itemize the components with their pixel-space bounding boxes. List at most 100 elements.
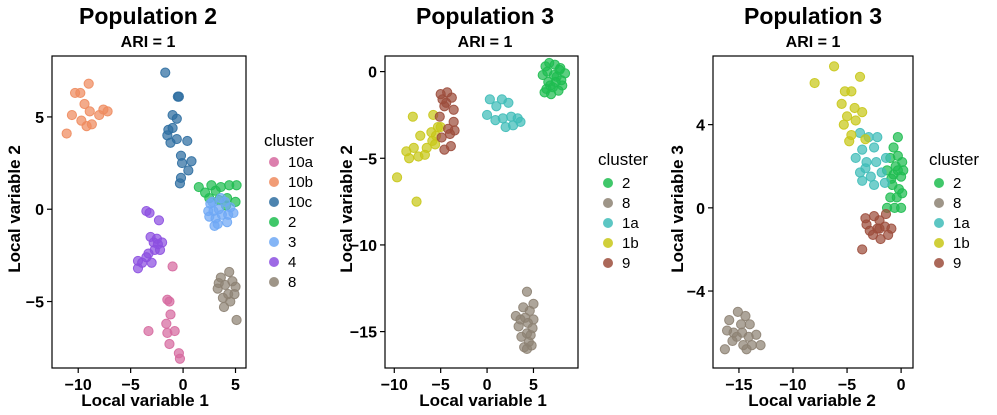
data-point — [497, 113, 508, 124]
data-point — [207, 196, 218, 207]
data-point — [432, 121, 443, 133]
legend-key — [934, 218, 944, 228]
data-point — [836, 98, 847, 109]
data-point — [176, 157, 188, 169]
data-point — [144, 207, 155, 219]
legend-label: 2 — [622, 175, 630, 192]
x-tick-label: −10 — [381, 377, 408, 394]
legend-label: 9 — [622, 255, 630, 272]
y-tick-label: 0 — [696, 201, 705, 218]
data-point — [897, 188, 908, 199]
panel-3-legend-title: cluster — [929, 150, 979, 169]
panel-3-title: Population 3 — [744, 3, 882, 29]
data-point — [886, 223, 897, 234]
data-point — [171, 113, 182, 124]
legend-key — [934, 238, 944, 248]
data-point — [515, 314, 526, 325]
data-point — [857, 244, 868, 255]
data-point — [854, 71, 866, 82]
data-point — [84, 106, 95, 117]
legend-key — [269, 197, 279, 207]
panel-3: Population 3 ARI = 1 Local variable 2 Lo… — [668, 3, 979, 410]
legend-label: 10b — [288, 174, 313, 191]
data-point — [860, 163, 871, 174]
panel-1: Population 2 ARI = 1 Local variable 1 Lo… — [5, 3, 314, 410]
x-tick-label: −10 — [65, 377, 92, 394]
panel-3-y-axis-label: Local variable 3 — [668, 145, 687, 273]
y-tick-label: −15 — [350, 325, 377, 342]
data-point — [79, 98, 90, 110]
data-point — [865, 171, 876, 182]
legend-label: 4 — [288, 254, 296, 271]
data-point — [203, 205, 214, 217]
data-point — [231, 180, 242, 191]
data-point — [224, 266, 235, 278]
data-point — [860, 213, 871, 224]
data-point — [408, 142, 419, 153]
legend-label: 8 — [288, 274, 296, 291]
data-point — [215, 193, 226, 204]
data-point — [880, 208, 892, 220]
data-point — [868, 142, 880, 153]
data-point — [174, 178, 186, 189]
data-point — [165, 309, 176, 320]
panel-2-y-axis-label: Local variable 2 — [337, 145, 356, 273]
panel-2-title: Population 3 — [416, 3, 554, 29]
legend-label: 1a — [622, 215, 639, 232]
data-point — [868, 179, 880, 191]
data-point — [437, 94, 448, 105]
data-point — [448, 116, 459, 127]
data-point — [225, 296, 236, 307]
data-point — [850, 115, 861, 126]
panel-2: Population 3 ARI = 1 Local variable 1 Lo… — [337, 3, 648, 410]
y-tick-label: 0 — [35, 202, 44, 219]
x-tick-label: 0 — [897, 377, 906, 394]
legend-label: 10c — [288, 194, 313, 211]
data-point — [407, 111, 418, 122]
legend-key — [269, 177, 279, 187]
data-point — [849, 102, 860, 114]
y-tick-label: 4 — [696, 118, 705, 135]
data-point — [719, 344, 730, 355]
data-point — [857, 175, 868, 186]
x-tick-label: 0 — [179, 377, 188, 394]
legend-label: 2 — [288, 214, 296, 231]
data-point — [738, 340, 749, 351]
data-point — [528, 298, 539, 309]
data-point — [209, 220, 220, 231]
data-point — [867, 229, 879, 240]
data-point — [415, 130, 426, 141]
data-point — [436, 132, 447, 143]
data-point — [434, 111, 445, 122]
data-point — [857, 144, 868, 155]
data-point — [857, 107, 868, 118]
data-point — [430, 139, 441, 150]
legend-label: 1a — [953, 215, 970, 232]
data-point — [841, 111, 853, 122]
data-point — [876, 167, 887, 178]
y-tick-label: −5 — [26, 295, 44, 312]
data-point — [880, 152, 892, 164]
data-point — [491, 101, 502, 112]
data-point — [484, 94, 495, 105]
data-point — [161, 318, 172, 329]
panel-1-x-axis-label: Local variable 1 — [81, 391, 209, 410]
legend-label: 1b — [953, 235, 970, 252]
data-point — [157, 237, 168, 248]
x-tick-label: −15 — [725, 377, 752, 394]
data-point — [874, 223, 885, 234]
data-point — [898, 165, 909, 176]
data-point — [411, 196, 422, 207]
legend-label: 1b — [622, 235, 639, 252]
data-point — [740, 310, 751, 322]
data-point — [164, 296, 175, 307]
data-point — [153, 215, 165, 226]
panel-1-legend-title: cluster — [264, 131, 314, 150]
data-point — [892, 132, 903, 143]
x-tick-label: −5 — [122, 377, 140, 394]
legend-key — [603, 218, 613, 228]
data-point — [404, 153, 415, 164]
data-point — [879, 177, 890, 188]
data-point — [171, 133, 182, 145]
data-point — [174, 353, 186, 364]
